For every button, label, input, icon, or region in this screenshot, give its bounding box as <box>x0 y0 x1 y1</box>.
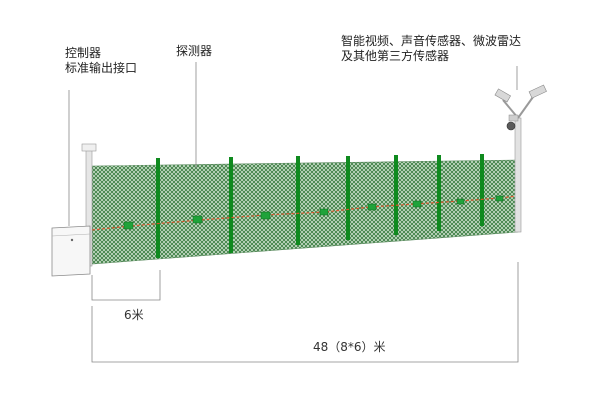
fence-mesh <box>91 159 519 265</box>
lamp-head-left <box>494 88 511 103</box>
controller-unit <box>51 143 97 277</box>
camera-dome <box>506 121 516 131</box>
fence-post <box>394 155 398 235</box>
controller-label-line2: 标准输出接口 <box>65 61 138 75</box>
total-dimension <box>91 270 519 363</box>
leader-lines <box>68 62 518 226</box>
detector-module <box>123 221 134 230</box>
camera-pole-unit <box>494 84 547 233</box>
segment-length-label: 6米 <box>124 308 144 322</box>
detector-label: 探测器 <box>176 44 213 58</box>
fence-post <box>156 158 160 258</box>
detector-module <box>260 211 271 220</box>
controller-label-line1: 控制器 <box>65 46 102 60</box>
controller-indicator <box>70 238 74 242</box>
peripherals-label-line1: 智能视频、声音传感器、微波雷达 <box>341 34 522 48</box>
fence-post <box>480 154 484 226</box>
detector-module <box>495 195 504 202</box>
camera-pole <box>514 117 522 233</box>
detector-module <box>319 208 329 216</box>
fence-post <box>346 156 350 240</box>
detector-module <box>412 200 422 208</box>
controller-cap <box>81 143 97 152</box>
detector-module <box>367 203 377 211</box>
total-length-label: 48（8*6）米 <box>313 340 386 354</box>
controller-label: 控制器 标准输出接口 <box>65 46 137 76</box>
camera-mount <box>508 114 519 122</box>
segment-dimension <box>91 270 161 301</box>
fence-post <box>296 156 300 245</box>
peripherals-label: 智能视频、声音传感器、微波雷达 及其他第三方传感器 <box>341 34 521 64</box>
detector-module <box>456 198 465 205</box>
detector-module <box>192 215 203 224</box>
peripherals-label-line2: 及其他第三方传感器 <box>341 49 450 63</box>
controller-box <box>51 225 91 277</box>
fence-post <box>437 155 441 231</box>
fence-post <box>229 157 233 253</box>
lamp-head-right <box>528 84 547 99</box>
lamp-arm-right <box>517 96 534 119</box>
detector-cable <box>91 195 518 231</box>
detector-modules <box>123 195 504 230</box>
fence-posts <box>156 154 484 258</box>
dimension-lines <box>91 262 519 363</box>
